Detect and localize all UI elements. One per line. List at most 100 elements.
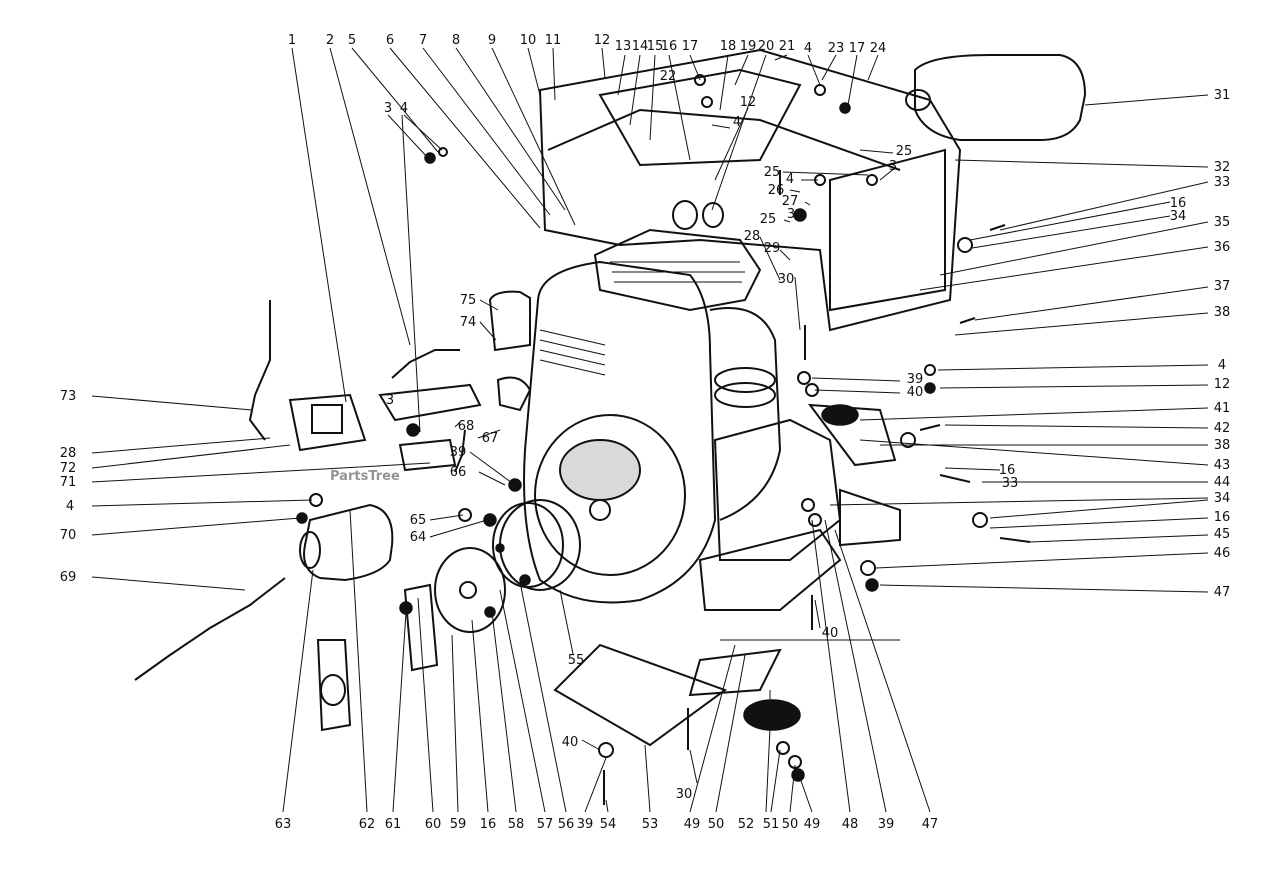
callout-51: 51 — [763, 817, 780, 832]
callout-60: 60 — [425, 817, 442, 832]
callout-40a: 40 — [907, 385, 924, 400]
callout-10: 10 — [520, 33, 537, 48]
callout-53: 53 — [642, 817, 659, 832]
callout-48: 48 — [842, 817, 859, 832]
callout-20: 20 — [758, 39, 775, 54]
callout-4d: 4 — [786, 172, 794, 187]
callout-39a: 39 — [907, 372, 924, 387]
callout-56: 56 — [558, 817, 575, 832]
callout-46: 46 — [1214, 546, 1231, 561]
watermark: PartsTree — [330, 469, 400, 484]
callout-24: 24 — [870, 41, 887, 56]
callout-45: 45 — [1214, 527, 1231, 542]
callout-4f: 4 — [66, 499, 74, 514]
callout-17b: 17 — [849, 41, 866, 56]
callout-50b: 50 — [782, 817, 799, 832]
callout-59: 59 — [450, 817, 467, 832]
callout-41: 41 — [1214, 401, 1231, 416]
callout-38a: 38 — [1214, 305, 1231, 320]
callout-37: 37 — [1214, 279, 1231, 294]
callout-27: 27 — [782, 194, 799, 209]
callout-62: 62 — [359, 817, 376, 832]
callout-73: 73 — [60, 389, 77, 404]
callout-44: 44 — [1214, 475, 1231, 490]
callout-67: 67 — [482, 431, 499, 446]
callout-26: 26 — [768, 183, 785, 198]
callout-25b: 25 — [764, 165, 781, 180]
callout-4c: 4 — [400, 101, 408, 116]
callout-75: 75 — [460, 293, 477, 308]
callout-57: 57 — [537, 817, 554, 832]
callout-33a: 33 — [1214, 175, 1231, 190]
callout-40b: 40 — [822, 626, 839, 641]
callout-32: 32 — [1214, 160, 1231, 175]
callout-74: 74 — [460, 315, 477, 330]
callout-29: 29 — [764, 241, 781, 256]
callout-11: 11 — [545, 33, 562, 48]
leader-lines — [91, 47, 1209, 813]
callout-49b: 49 — [804, 817, 821, 832]
callout-64: 64 — [410, 530, 427, 545]
callout-8: 8 — [452, 33, 460, 48]
callout-28b: 28 — [60, 446, 77, 461]
callout-6: 6 — [386, 33, 394, 48]
callout-14: 14 — [632, 39, 649, 54]
callout-36: 36 — [1214, 240, 1231, 255]
callout-30a: 30 — [778, 272, 795, 287]
callout-15: 15 — [647, 39, 664, 54]
callout-39d: 39 — [878, 817, 895, 832]
callout-12b: 12 — [740, 95, 757, 110]
callout-69: 69 — [60, 570, 77, 585]
callout-61: 61 — [385, 817, 402, 832]
callout-39b: 39 — [450, 445, 467, 460]
callout-71: 71 — [60, 475, 77, 490]
callout-7: 7 — [419, 33, 427, 48]
callout-2: 2 — [326, 33, 334, 48]
callout-17a: 17 — [682, 39, 699, 54]
callout-16c: 16 — [999, 463, 1016, 478]
callout-34a: 34 — [1170, 209, 1187, 224]
callout-58: 58 — [508, 817, 525, 832]
callout-70: 70 — [60, 528, 77, 543]
callout-9: 9 — [488, 33, 496, 48]
callout-22: 22 — [660, 69, 677, 84]
callout-40c: 40 — [562, 735, 579, 750]
callout-55: 55 — [568, 653, 585, 668]
callout-13: 13 — [615, 39, 632, 54]
callout-49a: 49 — [684, 817, 701, 832]
callout-42: 42 — [1214, 421, 1231, 436]
callout-12a: 12 — [594, 33, 611, 48]
callout-1: 1 — [288, 33, 296, 48]
callout-16d: 16 — [1214, 510, 1231, 525]
callout-72: 72 — [60, 461, 77, 476]
callout-35: 35 — [1214, 215, 1231, 230]
callout-25a: 25 — [896, 144, 913, 159]
callout-63: 63 — [275, 817, 292, 832]
callout-52: 52 — [738, 817, 755, 832]
callout-47b: 47 — [922, 817, 939, 832]
callout-4a: 4 — [804, 41, 812, 56]
callout-43: 43 — [1214, 458, 1231, 473]
callout-3b: 3 — [889, 159, 897, 174]
callout-25c: 25 — [760, 212, 777, 227]
callout-12c: 12 — [1214, 377, 1231, 392]
callout-23: 23 — [828, 41, 845, 56]
callout-4b: 4 — [733, 115, 741, 130]
callout-28a: 28 — [744, 229, 761, 244]
callout-50a: 50 — [708, 817, 725, 832]
callout-5: 5 — [348, 33, 356, 48]
callout-33b: 33 — [1002, 476, 1019, 491]
callout-47a: 47 — [1214, 585, 1231, 600]
callout-21: 21 — [779, 39, 796, 54]
callout-3d: 3 — [386, 393, 394, 408]
callout-66: 66 — [450, 465, 467, 480]
callout-65: 65 — [410, 513, 427, 528]
callout-18: 18 — [720, 39, 737, 54]
callout-38b: 38 — [1214, 438, 1231, 453]
callout-30b: 30 — [676, 787, 693, 802]
callout-31: 31 — [1214, 88, 1231, 103]
callout-3c: 3 — [787, 207, 795, 222]
callout-39c: 39 — [577, 817, 594, 832]
